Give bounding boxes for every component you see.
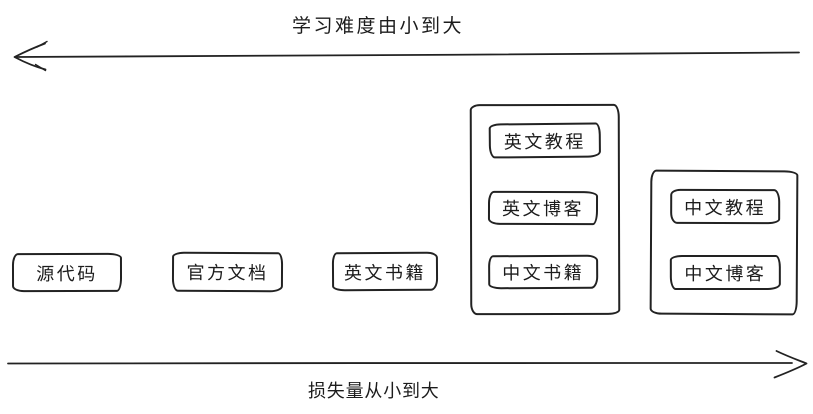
right-arrowhead-icon xyxy=(773,350,808,379)
bottom-arrow-line xyxy=(7,362,793,365)
top-axis-label: 学习难度由小到大 xyxy=(292,16,465,37)
group-english-and-chinese-books: 英文教程 英文博客 中文书籍 xyxy=(469,103,621,316)
left-arrowhead-icon xyxy=(13,42,47,71)
node-english-blogs-label: 英文博客 xyxy=(501,198,585,220)
node-official-docs: 官方文档 xyxy=(171,251,284,293)
node-english-tutorials-label: 英文教程 xyxy=(503,131,586,152)
node-chinese-blogs: 中文博客 xyxy=(669,254,781,291)
bottom-axis-arrow xyxy=(7,350,808,379)
node-source-code-label: 源代码 xyxy=(36,263,98,284)
node-chinese-blogs-label: 中文博客 xyxy=(684,263,767,284)
node-chinese-books: 中文书籍 xyxy=(488,254,599,290)
node-official-docs-label: 官方文档 xyxy=(186,262,269,284)
node-english-tutorials: 英文教程 xyxy=(488,122,601,159)
top-arrow-line xyxy=(14,51,800,58)
bottom-axis-label: 损失量从小到大 xyxy=(308,381,440,401)
node-english-books-label: 英文书籍 xyxy=(343,262,427,283)
group-chinese: 中文教程 中文博客 xyxy=(649,169,799,316)
node-english-books: 英文书籍 xyxy=(331,251,439,292)
top-axis-arrow xyxy=(13,40,800,72)
node-chinese-tutorials-label: 中文教程 xyxy=(684,197,767,218)
left-arrowhead-sketch-stroke xyxy=(34,40,48,72)
node-english-blogs: 英文博客 xyxy=(487,190,599,226)
node-source-code: 源代码 xyxy=(11,252,123,293)
node-chinese-tutorials: 中文教程 xyxy=(670,188,781,225)
node-chinese-books-label: 中文书籍 xyxy=(502,262,585,284)
